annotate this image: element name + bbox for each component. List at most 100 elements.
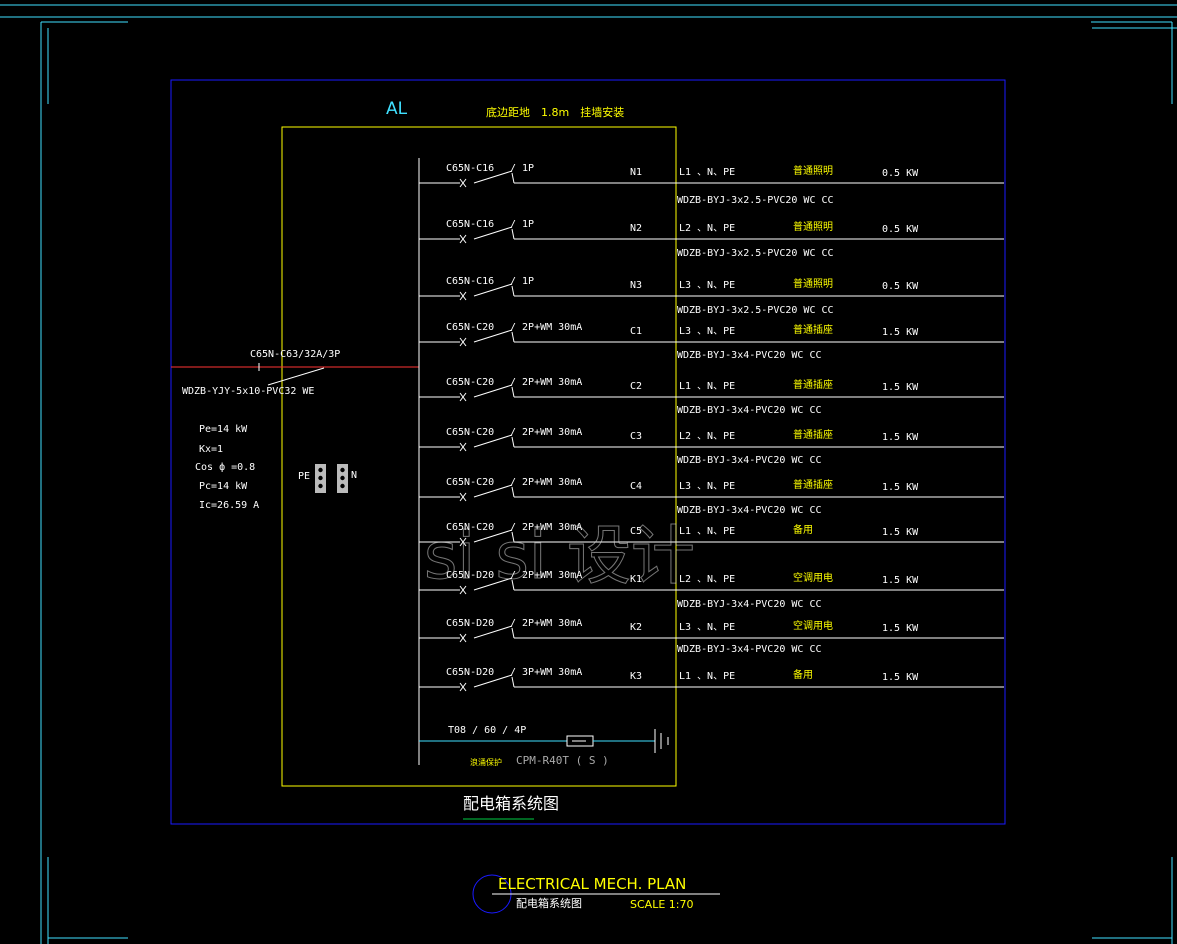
breaker-symbol: [419, 484, 1004, 502]
circuit-id: C2: [630, 381, 642, 392]
breaker-label: C65N-C20: [446, 427, 494, 438]
poles-label: / 2P+WM 30mA: [510, 477, 582, 488]
circuit-id: K2: [630, 622, 642, 633]
breaker-symbol: [419, 384, 1004, 402]
circuit-id: N1: [630, 167, 642, 178]
circuit-row-n2: C65N-C16 / 1P N2 L2 、N、PE 普通照明 0.5 KW WDZB-BYJ…: [419, 219, 1004, 259]
usage-label: 普通插座: [793, 478, 833, 491]
breaker-symbol: [419, 226, 1004, 244]
breaker-symbol: [419, 625, 1004, 643]
incoming-cable-label: WDZB-YJY-5x10-PVC32 WE: [182, 386, 314, 397]
cable-label: WDZB-BYJ-3x4-PVC20 WC CC: [677, 350, 822, 361]
circuit-row-k1: C65N-D20 / 2P+WM 30mA K1 L2 、N、PE 空调用电 1.5 KW…: [419, 570, 1004, 610]
cable-label: WDZB-BYJ-3x2.5-PVC20 WC CC: [677, 248, 834, 259]
poles-label: / 2P+WM 30mA: [510, 522, 582, 533]
power-label: 1.5 KW: [882, 575, 919, 586]
phase-label: L3 、N、PE: [679, 622, 735, 633]
usage-label: 普通插座: [793, 323, 833, 336]
terminal-bars: PE N: [298, 464, 357, 493]
cable-label: WDZB-BYJ-3x2.5-PVC20 WC CC: [677, 305, 834, 316]
panel-name: AL: [386, 99, 408, 119]
circuit-id: K3: [630, 671, 642, 682]
usage-label: 普通插座: [793, 378, 833, 391]
incoming-breaker-label: C65N-C63/32A/3P: [250, 349, 340, 360]
plan-scale: SCALE 1:70: [630, 898, 693, 911]
power-label: 0.5 KW: [882, 281, 919, 292]
poles-label: / 1P: [510, 219, 534, 230]
phase-label: L2 、N、PE: [679, 223, 735, 234]
phase-label: L2 、N、PE: [679, 574, 735, 585]
phase-label: L3 、N、PE: [679, 481, 735, 492]
param-cos: Cos ф =0.8: [195, 461, 255, 473]
spd-note: 浪涌保护: [470, 757, 502, 767]
breaker-label: C65N-C16: [446, 163, 494, 174]
breaker-label: C65N-C20: [446, 377, 494, 388]
breaker-symbol: [419, 577, 1004, 595]
breaker-label: C65N-D20: [446, 618, 494, 629]
phase-label: L3 、N、PE: [679, 280, 735, 291]
cable-label: WDZB-BYJ-3x4-PVC20 WC CC: [677, 599, 822, 610]
phase-label: L1 、N、PE: [679, 526, 735, 537]
circuit-id: C4: [630, 481, 642, 492]
watermark: si si 设计: [424, 520, 695, 594]
power-label: 1.5 KW: [882, 327, 919, 338]
phase-label: L2 、N、PE: [679, 431, 735, 442]
circuit-id: K1: [630, 574, 642, 585]
breaker-label: C65N-C20: [446, 522, 494, 533]
phase-label: L1 、N、PE: [679, 167, 735, 178]
sheet-border: [170, 79, 1006, 825]
power-label: 1.5 KW: [882, 382, 919, 393]
usage-label: 备用: [793, 668, 813, 681]
param-kx: Kx=1: [199, 444, 223, 455]
circuit-id: C5: [630, 526, 642, 537]
title-block: ELECTRICAL MECH. PLAN 配电箱系统图 SCALE 1:70: [472, 874, 720, 914]
surge-protector: T08 / 60 / 4P CPM-R40T ( S ) 浪涌保护: [419, 725, 669, 767]
panel-title: 配电箱系统图: [463, 794, 559, 813]
poles-label: / 2P+WM 30mA: [510, 618, 582, 629]
spd-model: CPM-R40T ( S ): [516, 754, 609, 767]
circuit-row-k2: C65N-D20 / 2P+WM 30mA K2 L3 、N、PE 空调用电 1.5 KW…: [419, 618, 1004, 655]
breaker-label: C65N-D20: [446, 570, 494, 581]
usage-label: 空调用电: [793, 619, 833, 632]
distribution-box-outline: [281, 126, 677, 787]
phase-label: L3 、N、PE: [679, 326, 735, 337]
circuit-id: N3: [630, 280, 642, 291]
phase-label: L1 、N、PE: [679, 671, 735, 682]
circuit-id: N2: [630, 223, 642, 234]
load-parameters: Pe=14 kW Kx=1 Cos ф =0.8 Pc=14 kW Ic=26.…: [195, 424, 259, 511]
param-pe: Pe=14 kW: [199, 424, 248, 435]
usage-label: 普通照明: [793, 220, 833, 233]
usage-label: 空调用电: [793, 571, 833, 584]
plan-heading: ELECTRICAL MECH. PLAN: [498, 875, 686, 893]
pe-bar-label: PE: [298, 471, 310, 482]
param-ic: Ic=26.59 A: [199, 500, 259, 511]
usage-label: 备用: [793, 523, 813, 536]
drawing-frame: [0, 4, 1177, 944]
poles-label: / 2P+WM 30mA: [510, 570, 582, 581]
param-pc: Pc=14 kW: [199, 481, 248, 492]
power-label: 0.5 KW: [882, 224, 919, 235]
power-label: 1.5 KW: [882, 672, 919, 683]
phase-label: L1 、N、PE: [679, 381, 735, 392]
cable-label: WDZB-BYJ-3x4-PVC20 WC CC: [677, 405, 822, 416]
breaker-symbol: [419, 529, 1004, 547]
cable-label: WDZB-BYJ-3x2.5-PVC20 WC CC: [677, 195, 834, 206]
breaker-label: C65N-C16: [446, 276, 494, 287]
breaker-symbol: [419, 283, 1004, 301]
cable-label: WDZB-BYJ-3x4-PVC20 WC CC: [677, 455, 822, 466]
breaker-label: C65N-C16: [446, 219, 494, 230]
outgoing-circuits: C65N-C16 / 1P N1 L1 、N、PE 普通照明 0.5 KW WDZB-BYJ…: [419, 163, 1004, 692]
spd-label: T08 / 60 / 4P: [448, 725, 526, 736]
plan-subtitle: 配电箱系统图: [516, 896, 582, 910]
power-label: 1.5 KW: [882, 482, 919, 493]
power-label: 1.5 KW: [882, 623, 919, 634]
breaker-symbol: [419, 170, 1004, 188]
